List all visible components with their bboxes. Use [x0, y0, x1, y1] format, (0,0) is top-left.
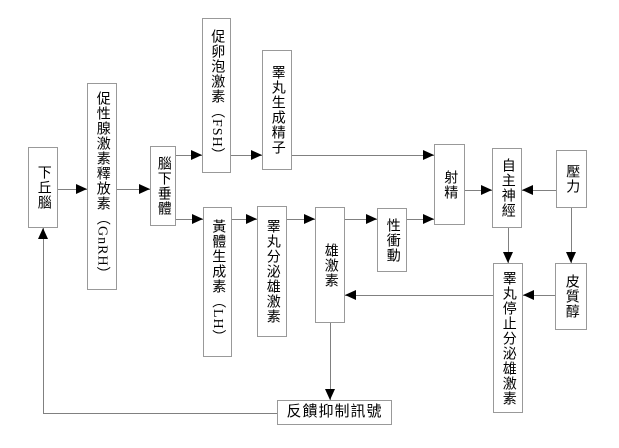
edge-pituitary-lh-arrowhead [192, 214, 203, 224]
edge-autonomic-testes-stop [508, 228, 509, 263]
edge-androgen-sex-drive [345, 219, 377, 220]
edge-gnrh-pituitary-arrowhead [139, 184, 150, 194]
node-feedback-signal: 反饋抑制訊號 [277, 400, 392, 425]
edge-hypothalamus-gnrh-arrowhead [76, 184, 87, 194]
edge-pituitary-fsh [176, 155, 202, 156]
node-fsh: 促卵泡激素（FSH） [202, 18, 231, 173]
node-cortisol: 皮質醇 [555, 263, 587, 330]
node-testes-stop-androgen: 睪丸停止分泌雄激素 [493, 263, 523, 413]
node-stress: 壓力 [556, 150, 587, 208]
edge-cortisol-testes-stop [523, 295, 555, 296]
edge-fsh-sperm-arrowhead [251, 150, 262, 160]
edge-sperm-ejaculation-arrowhead [423, 150, 434, 160]
edge-testes-stop-androgen [345, 295, 493, 296]
edge-androgen-feedback-arrowhead [325, 389, 335, 400]
node-hypothalamus: 下丘腦 [28, 147, 58, 228]
node-sex-drive: 性衝動 [377, 208, 407, 272]
edge-stress-cortisol [571, 208, 572, 263]
edge-lh-testes-secrete [232, 219, 257, 220]
node-gnrh: 促性腺激素釋放素（GnRH） [87, 83, 117, 290]
edge-androgen-sex-drive-arrowhead [366, 214, 377, 224]
edge-hypothalamus-gnrh [58, 189, 87, 190]
edge-fsh-sperm [231, 155, 262, 156]
edge-stress-autonomic-arrowhead [522, 185, 533, 195]
edge-stress-autonomic [522, 190, 556, 191]
edge-testes-stop-androgen-arrowhead [345, 290, 356, 300]
edge-sex-drive-ejaculation [407, 219, 434, 220]
edge-pituitary-lh [176, 219, 203, 220]
edge-gnrh-pituitary [117, 189, 150, 190]
edge-ejaculation-autonomic [465, 190, 492, 191]
edge-feedback-hypothalamus-arrowhead [38, 228, 48, 239]
node-autonomic-nerve: 自主神經 [492, 148, 522, 228]
node-ejaculation: 射精 [434, 144, 465, 225]
edge-ejaculation-autonomic-arrowhead [481, 185, 492, 195]
edge-sperm-ejaculation [292, 155, 434, 156]
edge-autonomic-testes-stop-arrowhead [503, 252, 513, 263]
edge-lh-testes-secrete-arrowhead [246, 214, 257, 224]
edge-pituitary-fsh-arrowhead [191, 150, 202, 160]
edge-sex-drive-ejaculation-arrowhead [423, 214, 434, 224]
edge-cortisol-testes-stop-arrowhead [523, 290, 534, 300]
edge-androgen-feedback [330, 323, 331, 400]
node-testes-secrete-androgen: 睪丸分泌雄激素 [257, 206, 287, 337]
edge-feedback-hypothalamus-vertical [43, 228, 44, 413]
edge-stress-cortisol-arrowhead [566, 252, 576, 263]
edge-testes-secrete-androgen-arrowhead [304, 214, 315, 224]
node-sperm-production: 睪丸生成精子 [262, 50, 292, 170]
edge-feedback-hypothalamus-horizontal [43, 413, 277, 414]
edge-testes-secrete-androgen [287, 219, 315, 220]
node-pituitary: 腦下垂體 [150, 146, 176, 226]
node-lh: 黃體生成素（LH） [203, 207, 232, 357]
node-androgen: 雄激素 [315, 207, 345, 323]
